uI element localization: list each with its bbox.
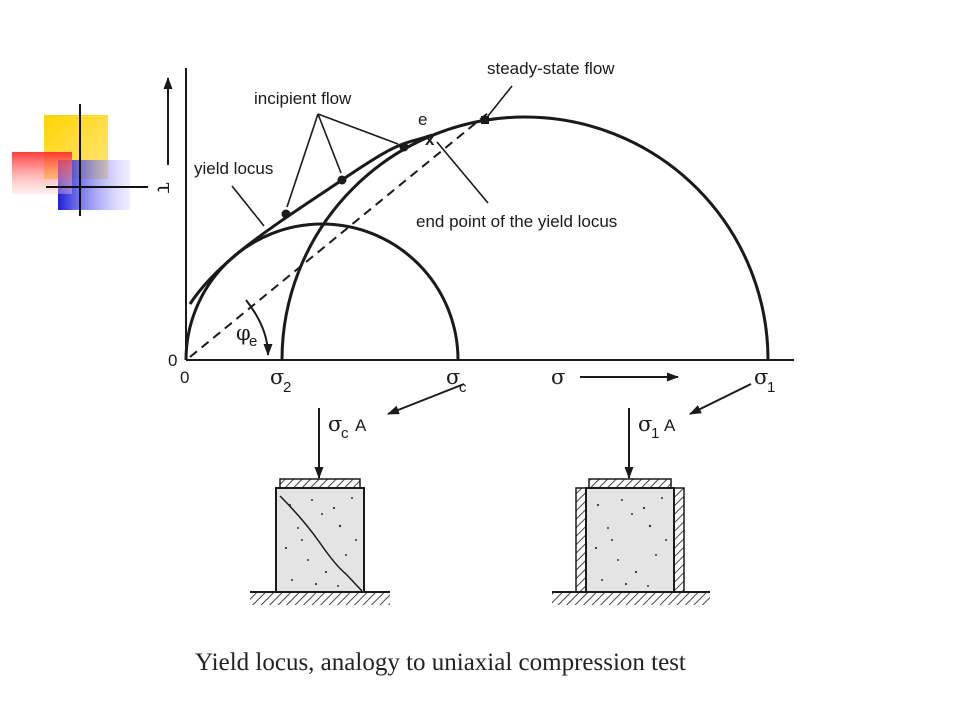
origin-y-label: 0 bbox=[168, 351, 177, 370]
left-specimen bbox=[275, 487, 365, 593]
origin-x-label: 0 bbox=[180, 368, 189, 387]
sigma-axis-label: σ bbox=[551, 365, 565, 389]
right-wall-right bbox=[673, 487, 685, 593]
figure-caption: Yield locus, analogy to uniaxial compres… bbox=[195, 649, 686, 676]
leader-incipient-2 bbox=[317, 113, 342, 174]
phi-angle-arc bbox=[245, 299, 273, 356]
force-left-sigma: σ bbox=[328, 412, 342, 436]
leader-end-point bbox=[436, 141, 489, 204]
steady-state-flow-label: steady-state flow bbox=[487, 59, 615, 78]
incipient-flow-point bbox=[399, 142, 409, 152]
sigma1-subscript: 1 bbox=[767, 379, 775, 396]
right-ground bbox=[552, 592, 710, 605]
left-load-plate bbox=[279, 478, 361, 489]
effective-yield-locus-line bbox=[189, 112, 489, 358]
leader-incipient-1 bbox=[286, 113, 319, 208]
force-left-A: A bbox=[355, 416, 367, 435]
phi-symbol: φ bbox=[236, 321, 251, 345]
phi-subscript: e bbox=[249, 333, 257, 350]
steady-state-point bbox=[481, 116, 489, 124]
large-mohr-circle bbox=[280, 115, 770, 361]
force-right-subscript: 1 bbox=[651, 425, 659, 442]
right-load-plate bbox=[588, 478, 672, 489]
sigma1-symbol: σ bbox=[754, 365, 768, 389]
small-mohr-circle bbox=[184, 222, 460, 361]
incipient-flow-point bbox=[281, 209, 291, 219]
sigmac-symbol: σ bbox=[446, 365, 460, 389]
sigma2-subscript: 2 bbox=[283, 379, 291, 396]
left-specimen-speckle bbox=[284, 497, 357, 587]
point-e-label: e bbox=[418, 110, 427, 129]
left-ground bbox=[250, 592, 390, 605]
end-point-label: end point of the yield locus bbox=[416, 212, 617, 231]
leader-steady-state bbox=[487, 85, 513, 117]
tau-axis-label: τ bbox=[153, 182, 177, 194]
force-right-sigma: σ bbox=[638, 412, 652, 436]
right-wall-left bbox=[575, 487, 587, 593]
leader-sigma-c bbox=[387, 383, 465, 415]
sigmac-subscript: c bbox=[459, 379, 467, 396]
leader-sigma-1 bbox=[689, 383, 752, 415]
right-specimen bbox=[585, 487, 675, 593]
end-point-mark: x bbox=[425, 130, 435, 149]
force-left-subscript: c bbox=[341, 425, 349, 442]
force-right-A: A bbox=[664, 416, 676, 435]
shear-plane bbox=[279, 495, 363, 592]
right-specimen-speckle bbox=[594, 497, 667, 587]
incipient-flow-label: incipient flow bbox=[254, 89, 352, 108]
yield-locus-curve bbox=[188, 133, 433, 305]
sigma2-symbol: σ bbox=[270, 365, 284, 389]
yield-locus-label: yield locus bbox=[194, 159, 273, 178]
leader-yield-locus bbox=[231, 185, 265, 227]
incipient-flow-point bbox=[337, 175, 347, 185]
leader-incipient-3 bbox=[317, 113, 399, 145]
